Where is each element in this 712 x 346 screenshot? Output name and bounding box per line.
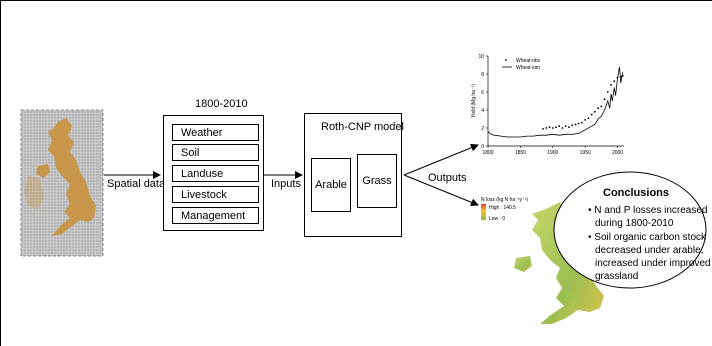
conclusion-line-3: • Soil organic carbon stock xyxy=(588,232,707,243)
chart-x-tick-label: 1800 xyxy=(482,150,493,156)
chart-point-wheat-obs xyxy=(587,117,590,119)
inputs-label: Inputs xyxy=(271,178,301,190)
chart-point-wheat-obs xyxy=(564,125,567,128)
chart-point-wheat-obs xyxy=(555,126,557,128)
model-arable-box: Arable xyxy=(311,158,351,212)
chart-y-tick-label: 2 xyxy=(481,126,484,132)
chart-series-wheat-sim-line xyxy=(487,66,624,138)
chart-point-wheat-obs xyxy=(571,124,574,127)
model-grass-box: Grass xyxy=(357,154,397,208)
chart-point-wheat-obs xyxy=(600,105,603,108)
chart-y-tick-label: 6 xyxy=(481,90,484,96)
chart-point-wheat-obs xyxy=(610,83,612,86)
chart-legend-marker-obs xyxy=(505,59,507,61)
chart-point-wheat-obs xyxy=(590,113,593,116)
chart-y-tick-label: 0 xyxy=(481,144,484,150)
chart-point-wheat-obs xyxy=(577,122,580,125)
conclusion-line-4: decreased under arable; xyxy=(595,245,704,256)
chart-point-wheat-obs xyxy=(574,123,577,126)
chart-point-wheat-obs xyxy=(597,107,599,110)
input-item-management: Management xyxy=(172,207,259,224)
chart-point-wheat-obs xyxy=(613,80,616,83)
chart-y-label: Yield (Mg ha⁻¹) xyxy=(471,84,477,118)
input-panel: Weather Soil Landuse Livestock Managemen… xyxy=(163,115,264,231)
chart-x-tick-label: 1900 xyxy=(547,150,558,156)
chart-y-tick-label: 10 xyxy=(478,54,484,60)
chart-point-wheat-obs xyxy=(545,127,548,129)
input-item-livestock: Livestock xyxy=(172,186,259,203)
chart-point-wheat-obs xyxy=(542,127,544,130)
ireland-shape xyxy=(24,176,44,210)
chart-point-wheat-obs xyxy=(558,125,561,128)
chart-point-wheat-obs xyxy=(568,126,570,128)
chart-legend-label-obs: Wheat-obs xyxy=(516,58,541,64)
chart-y-tick-label: 4 xyxy=(481,108,484,114)
nloss-legend-low: Low : 0 xyxy=(489,216,505,222)
conclusions-title: Conclusions xyxy=(603,187,670,199)
input-item-soil: Soil xyxy=(172,144,259,161)
ni-shape xyxy=(36,164,50,178)
conclusion-line-1: • N and P losses increased xyxy=(588,205,708,216)
nloss-legend-title: N loss (kg N ha⁻¹y⁻¹) xyxy=(481,197,528,203)
model-title: Roth-CNP model xyxy=(321,121,404,133)
period-title: 1800-2010 xyxy=(195,98,248,110)
chart-legend-label-sim: Wheat-sim xyxy=(516,65,540,71)
chart-x-tick-label: 2000 xyxy=(612,150,623,156)
conclusion-line-6: grassland xyxy=(595,271,639,282)
chart-x-tick-label: 1850 xyxy=(515,150,526,156)
chart-point-wheat-obs xyxy=(561,127,564,129)
chart-y-tick-label: 8 xyxy=(481,72,484,78)
chart-point-wheat-obs xyxy=(606,91,609,93)
chart-x-tick-label: 1950 xyxy=(580,150,591,156)
input-item-landuse: Landuse xyxy=(172,165,259,182)
nloss-legend-high: High : 140.5 xyxy=(489,205,516,211)
arrow-outputs-map xyxy=(403,174,479,207)
model-panel: Roth-CNP model Arable Grass xyxy=(304,113,404,237)
chart-point-wheat-obs xyxy=(584,119,587,121)
conclusion-line-2: during 1800-2010 xyxy=(595,218,674,229)
nloss-ni-shape xyxy=(514,256,532,272)
conclusion-line-5: increased under improved xyxy=(595,258,711,269)
conclusions-ellipse xyxy=(553,171,707,289)
input-item-weather: Weather xyxy=(172,124,259,141)
chart-point-wheat-obs xyxy=(548,126,551,128)
chart-point-wheat-obs xyxy=(581,121,583,124)
spatial-data-label: Spatial data xyxy=(107,178,166,190)
chart-point-wheat-obs xyxy=(551,127,554,129)
arrow-outputs-chart xyxy=(403,143,479,176)
chart-point-wheat-obs xyxy=(593,110,596,113)
outputs-label: Outputs xyxy=(428,172,467,184)
chart-point-wheat-obs xyxy=(603,98,606,101)
nloss-legend-bar xyxy=(481,204,486,220)
uk-map-shape xyxy=(48,118,96,236)
